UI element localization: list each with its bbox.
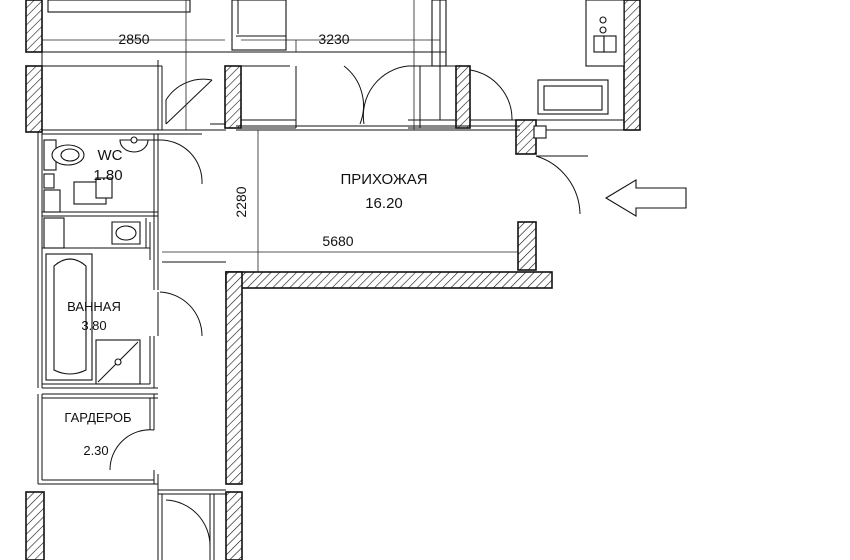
room-name-wardrobe: ГАРДЕРОБ [64,410,131,425]
partition-left-mid [224,65,242,129]
dim-hallway-depth: 2280 [233,186,249,217]
sink-left [593,35,605,53]
door-bathroom [159,291,203,337]
right-wall-low [517,221,537,271]
room-area-bathroom: 3.80 [81,318,106,333]
kitchen-counter [585,0,625,67]
structural-walls [25,0,641,560]
lower-right-wall [225,491,243,560]
entrance-arrow-icon [604,179,687,217]
dim-room-middle: 3230 [318,31,349,47]
sink-right [603,35,617,53]
room-area-hallway: 16.20 [365,195,403,212]
door-wc [157,139,203,185]
left-wall-top [25,0,43,53]
wardrobe-unit [431,0,447,67]
left-wall-upper [25,65,43,133]
right-wall-stub [515,119,537,155]
room-area-wardrobe: 2.30 [83,443,108,458]
bed-left [47,0,191,13]
corridor-wall-horizontal [225,271,553,289]
partitions [37,0,640,560]
dim-room-left: 2850 [118,31,149,47]
right-wall-top [623,0,641,131]
door-wardrobe [109,429,155,471]
room-name-wc: WC [98,147,123,164]
room-name-hallway: ПРИХОЖАЯ [340,171,427,188]
dim-hallway-width: 5680 [322,233,353,249]
door-lower [165,499,211,547]
meter-box [533,125,547,139]
room-area-wc: 1.80 [93,167,122,184]
fixtures [43,136,149,385]
corridor-wall-vertical [225,271,243,485]
door-entrance [535,155,581,215]
bed-middle [231,0,287,51]
dimension-lines [42,0,518,272]
partition-upper-right [455,65,471,129]
door-swings [109,65,588,547]
left-wall-bottom [25,491,45,560]
door-room-left [165,78,213,124]
door-room-middle [343,65,364,125]
room-name-bathroom: ВАННАЯ [67,299,121,314]
door-kitchen [469,69,513,121]
